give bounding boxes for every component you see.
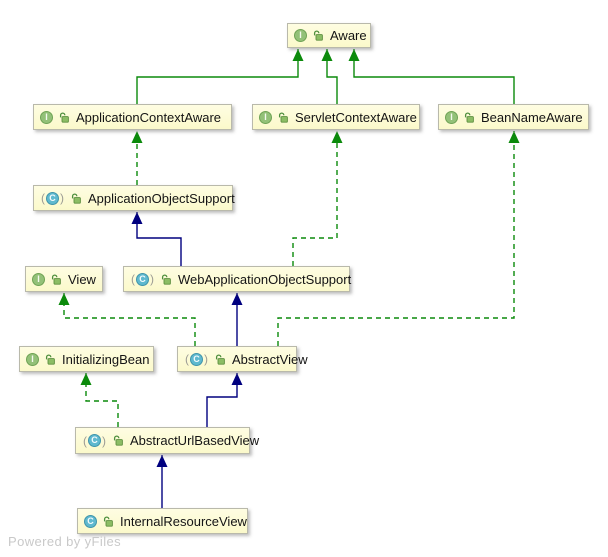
open-lock-icon — [71, 192, 81, 204]
class-node-BeanNameAware[interactable]: I BeanNameAware — [438, 104, 589, 130]
interface-icon: I — [26, 352, 39, 366]
open-lock-icon — [51, 273, 61, 285]
class-node-label: ApplicationObjectSupport — [88, 190, 235, 206]
interface-badge: I — [294, 29, 307, 42]
arrowhead-icon — [231, 293, 243, 305]
class-node-label: ServletContextAware — [295, 109, 417, 125]
interface-icon: I — [40, 110, 53, 124]
abstract-class-badge: (C) — [130, 272, 155, 286]
class-node-label: ApplicationContextAware — [76, 109, 222, 125]
open-lock-icon — [59, 111, 69, 123]
powered-by-yfiles-watermark: Powered by yFiles — [8, 534, 122, 549]
class-node-label: BeanNameAware — [481, 109, 583, 125]
class-node-InternalResourceView[interactable]: C InternalResourceView — [77, 508, 248, 534]
edge-ApplicationContextAware-to-Aware — [136, 49, 299, 104]
abstract-paren-icon: ) — [102, 433, 106, 448]
class-node-ApplicationContextAware[interactable]: I ApplicationContextAware — [33, 104, 232, 130]
edge-AbstractUrlBasedView-to-AbstractView — [206, 373, 238, 427]
class-node-label: Aware — [330, 28, 367, 43]
edge-AbstractUrlBasedView-to-InitializingBean — [85, 373, 119, 427]
arrowhead-icon — [508, 131, 520, 143]
arrowhead-icon — [80, 373, 92, 385]
edge-WebApplicationObjectSupport-to-ApplicationObjectSupport — [136, 212, 182, 266]
edge-ServletContextAware-to-Aware — [326, 49, 338, 104]
abstract-paren-icon: ( — [185, 352, 189, 366]
edge-AbstractView-to-View — [63, 293, 196, 346]
interface-badge: I — [259, 110, 272, 124]
open-lock-icon — [215, 353, 225, 365]
open-lock-icon — [45, 353, 55, 365]
abstract-paren-icon: ) — [204, 352, 208, 366]
arrowhead-icon — [331, 131, 343, 143]
class-icon: C — [84, 514, 97, 528]
class-node-View[interactable]: I View — [25, 266, 103, 292]
abstract-paren-icon: ) — [150, 272, 154, 286]
interface-badge: I — [40, 110, 53, 124]
abstract-class-badge: (C) — [184, 352, 209, 366]
interface-badge: I — [32, 272, 45, 286]
abstract-paren-icon: ( — [41, 191, 45, 205]
abstract-class-badge: (C) — [82, 434, 107, 447]
arrowhead-icon — [321, 49, 333, 61]
arrowhead-icon — [131, 212, 143, 224]
abstract-class-badge: (C) — [40, 191, 65, 205]
open-lock-icon — [313, 30, 323, 41]
class-node-ServletContextAware[interactable]: I ServletContextAware — [252, 104, 420, 130]
interface-icon: I — [294, 29, 307, 42]
abstract-paren-icon: ( — [83, 433, 87, 448]
interface-icon: I — [445, 110, 458, 124]
interface-icon: I — [32, 272, 45, 286]
class-badge: C — [84, 514, 97, 528]
class-icon: C — [190, 352, 203, 366]
open-lock-icon — [464, 111, 474, 123]
abstract-paren-icon: ( — [131, 272, 135, 286]
class-node-label: AbstractView — [232, 351, 308, 367]
arrowhead-icon — [131, 131, 143, 143]
interface-badge: I — [445, 110, 458, 124]
class-node-AbstractUrlBasedView[interactable]: (C) AbstractUrlBasedView — [75, 427, 259, 454]
class-node-InitializingBean[interactable]: I InitializingBean — [19, 346, 154, 372]
open-lock-icon — [113, 435, 123, 446]
class-node-label: WebApplicationObjectSupport — [178, 271, 352, 287]
class-node-ApplicationObjectSupport[interactable]: (C) ApplicationObjectSupport — [33, 185, 235, 211]
class-node-label: InternalResourceView — [120, 513, 247, 529]
class-node-label: InitializingBean — [62, 351, 150, 367]
class-node-AbstractView[interactable]: (C) AbstractView — [177, 346, 308, 372]
open-lock-icon — [278, 111, 288, 123]
class-icon: C — [46, 191, 59, 205]
arrowhead-icon — [231, 373, 243, 385]
edge-WebApplicationObjectSupport-to-ServletContextAware — [292, 131, 338, 266]
arrowhead-icon — [156, 455, 168, 467]
interface-icon: I — [259, 110, 272, 124]
arrowhead-icon — [292, 49, 304, 61]
class-icon: C — [136, 272, 149, 286]
edge-BeanNameAware-to-Aware — [353, 49, 515, 104]
abstract-paren-icon: ) — [60, 191, 64, 205]
interface-badge: I — [26, 352, 39, 366]
open-lock-icon — [103, 515, 113, 527]
arrowhead-icon — [348, 49, 360, 61]
class-node-Aware[interactable]: I Aware — [287, 23, 371, 48]
class-node-WebApplicationObjectSupport[interactable]: (C) WebApplicationObjectSupport — [123, 266, 352, 292]
class-node-label: AbstractUrlBasedView — [130, 433, 260, 448]
class-node-label: View — [68, 271, 96, 287]
arrowhead-icon — [58, 293, 70, 305]
open-lock-icon — [161, 273, 171, 285]
edge-AbstractView-to-BeanNameAware — [277, 131, 515, 346]
class-icon: C — [88, 434, 101, 447]
